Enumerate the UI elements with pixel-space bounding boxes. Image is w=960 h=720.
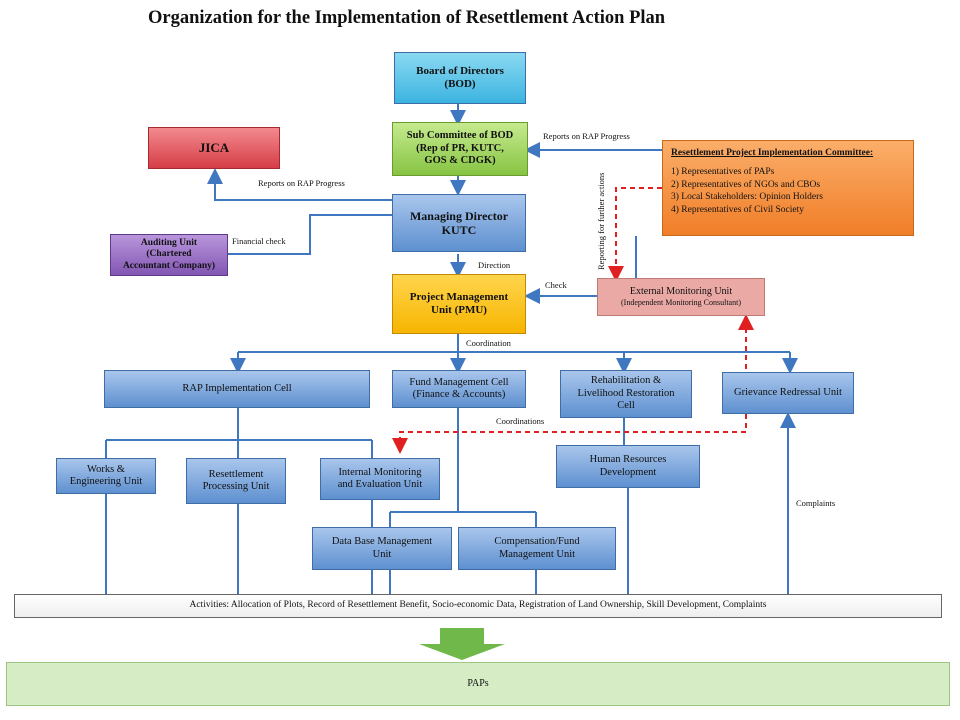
fund-management-cell-box: Fund Management Cell(Finance & Accounts) [392, 370, 526, 408]
works-engineering-unit-box: Works &Engineering Unit [56, 458, 156, 494]
rpic-item: 2) Representatives of NGOs and CBOs [671, 179, 821, 190]
external-monitoring-unit-box: External Monitoring Unit(Independent Mon… [597, 278, 765, 316]
down-arrow-icon [419, 628, 505, 660]
jica-box: JICA [148, 127, 280, 169]
rap-implementation-cell-box: RAP Implementation Cell [104, 370, 370, 408]
reports-rpic-label: Reports on RAP Progress [543, 131, 630, 141]
check-label: Check [545, 280, 567, 290]
activities-bar: Activities: Allocation of Plots, Record … [14, 594, 942, 618]
rpic-heading: Resettlement Project Implementation Comm… [671, 148, 874, 158]
complaints-label: Complaints [796, 498, 836, 508]
rpic-item: 3) Local Stakeholders: Opinion Holders [671, 192, 823, 203]
reporting-further-dashed-arrow [608, 187, 662, 282]
coordinations-label: Coordinations [496, 416, 545, 426]
reporting-further-label: Reporting for further actions [596, 172, 606, 270]
rpic-box: Resettlement Project Implementation Comm… [662, 140, 914, 236]
coordination-label: Coordination [466, 338, 511, 348]
direction-label: Direction [478, 260, 511, 270]
rpic-item: 1) Representatives of PAPs [671, 166, 775, 177]
page-title: Organization for the Implementation of R… [148, 8, 666, 28]
audit-to-md-line [228, 214, 392, 255]
md-to-jica-arrow [207, 168, 392, 201]
board-of-directors-box: Board of Directors(BOD) [394, 52, 526, 104]
grievance-redressal-unit-box: Grievance Redressal Unit [722, 372, 854, 414]
coordinations-dashed-arrow [392, 414, 747, 454]
reports-jica-label: Reports on RAP Progress [258, 178, 345, 188]
paps-band: PAPs [6, 662, 950, 706]
sub-committee-box: Sub Committee of BOD(Rep of PR, KUTC,GOS… [392, 122, 528, 176]
financial-check-label: Financial check [232, 236, 286, 246]
rpic-item: 4) Representatives of Civil Society [671, 205, 804, 216]
